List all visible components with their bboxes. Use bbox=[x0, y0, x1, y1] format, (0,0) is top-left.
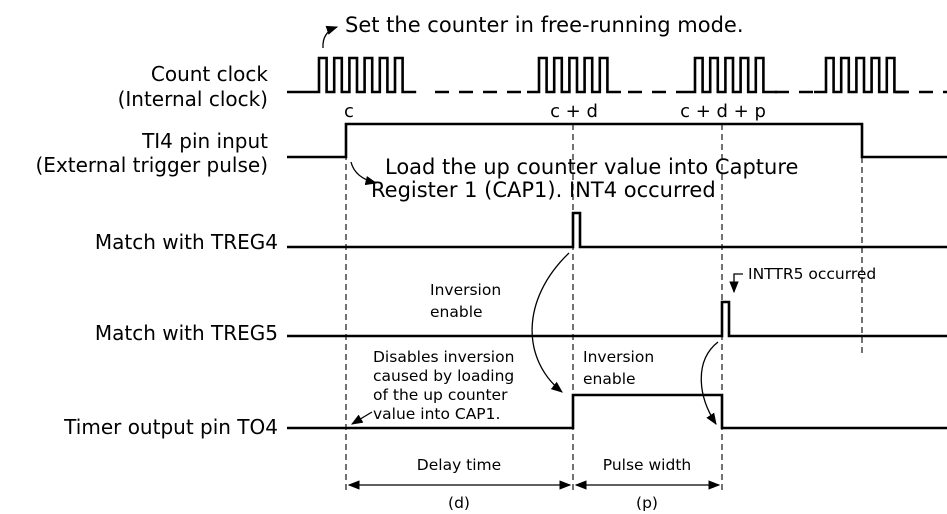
inversion-enable-1-line1: Inversion bbox=[430, 281, 501, 299]
treg4-to-to4-arrow bbox=[531, 252, 570, 393]
inversion-enable-1-line2: enable bbox=[430, 303, 483, 321]
count-clock-label: Count clock bbox=[151, 62, 269, 86]
title-note: Set the counter in free-running mode. bbox=[345, 13, 744, 37]
treg5-to-to4-arrow bbox=[700, 341, 719, 425]
count-clock-sublabel: (Internal clock) bbox=[118, 87, 268, 111]
ti4-sublabel: (External trigger pulse) bbox=[36, 153, 269, 177]
title-note-arrow bbox=[322, 25, 339, 49]
ti4-waveform bbox=[287, 122, 947, 159]
load-note-line2: Register 1 (CAP1). INT4 occurred bbox=[371, 178, 716, 202]
pulse-width-label: Pulse width bbox=[603, 456, 691, 474]
treg5-waveform bbox=[287, 300, 947, 338]
clock-label-c-plus-d: c + d bbox=[550, 101, 598, 122]
clock-label-c: c bbox=[344, 101, 354, 122]
disables-note-line2: caused by loading bbox=[373, 367, 514, 385]
inversion-enable-2-line2: enable bbox=[583, 370, 636, 388]
load-note-line1: Load the up counter value into Capture bbox=[385, 155, 798, 179]
treg4-waveform bbox=[287, 211, 947, 249]
count-clock-waveform bbox=[287, 56, 947, 94]
disables-note-line4: value into CAP1. bbox=[373, 405, 500, 423]
to4-waveform bbox=[287, 393, 947, 430]
delay-time-label: Delay time bbox=[417, 456, 501, 474]
clock-label-c-plus-d-plus-p: c + d + p bbox=[680, 101, 766, 122]
load-arrow bbox=[350, 161, 378, 186]
match-treg5-label: Match with TREG5 bbox=[95, 321, 278, 345]
disables-note-line1: Disables inversion bbox=[373, 348, 514, 366]
delay-symbol: (d) bbox=[448, 494, 470, 512]
inttr5-arrow bbox=[729, 273, 743, 294]
inttr5-note: INTTR5 occurred bbox=[748, 265, 876, 283]
ti4-label: TI4 pin input bbox=[141, 129, 268, 153]
disables-arrow bbox=[350, 411, 373, 425]
timer-output-label: Timer output pin TO4 bbox=[63, 415, 278, 439]
match-treg4-label: Match with TREG4 bbox=[95, 230, 278, 254]
pulse-symbol: (p) bbox=[636, 494, 658, 512]
inversion-enable-2-line1: Inversion bbox=[583, 348, 654, 366]
disables-note-line3: of the up counter bbox=[373, 386, 508, 404]
